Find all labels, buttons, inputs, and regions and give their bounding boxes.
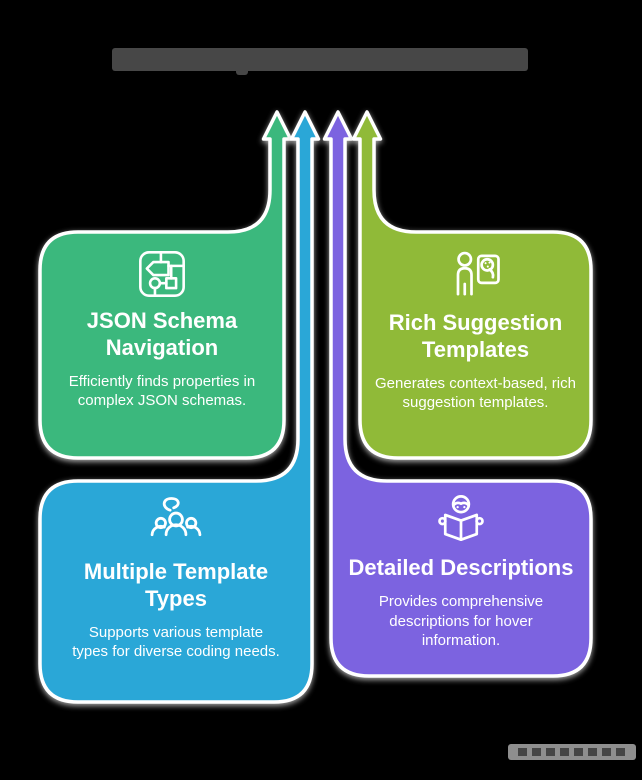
card-rich-suggestion-templates: Rich Suggestion Templates Generates cont… xyxy=(360,232,591,458)
person-reading-icon xyxy=(438,495,484,542)
team-people-icon xyxy=(150,497,202,537)
card-description: Efficiently finds properties in complex … xyxy=(68,372,256,410)
arrow-blue xyxy=(38,110,321,704)
card-heading: Rich Suggestion Templates xyxy=(388,310,563,362)
card-heading: Multiple Template Types xyxy=(83,559,269,611)
title-redacted-bar xyxy=(112,48,528,75)
card-description: Supports various template types for dive… xyxy=(72,623,280,661)
watermark-redacted-pill xyxy=(508,744,636,760)
card-description: Generates context-based, rich suggestion… xyxy=(375,374,576,412)
card-json-schema-navigation: JSON Schema Navigation Efficiently finds… xyxy=(40,232,284,458)
artist-presentation-icon xyxy=(456,251,500,296)
card-heading: JSON Schema Navigation xyxy=(86,308,238,360)
arrow-purple xyxy=(322,110,593,678)
card-detailed-descriptions: Detailed Descriptions Provides comprehen… xyxy=(331,481,591,676)
schema-diagram-icon xyxy=(139,251,185,297)
card-heading: Detailed Descriptions xyxy=(348,555,574,580)
card-description: Provides comprehensive descriptions for … xyxy=(378,592,544,650)
watermark-text-smudge xyxy=(518,748,628,756)
card-multiple-template-types: Multiple Template Types Supports various… xyxy=(40,481,312,702)
